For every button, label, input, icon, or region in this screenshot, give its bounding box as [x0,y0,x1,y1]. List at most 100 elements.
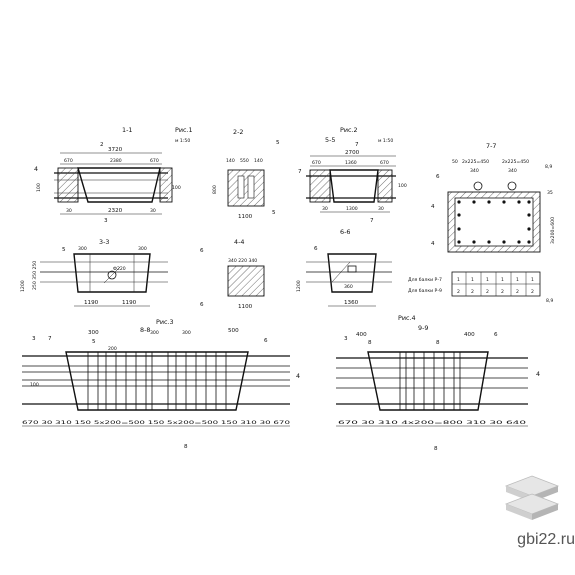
scale-label: м 1:50 [175,138,190,144]
section-5-5: Рис.2 5-5 м 1:50 7 2700 670 1360 670 7 1… [298,126,407,224]
dimension: 500 [228,328,239,334]
dimension: 340 [508,168,517,174]
dimension: 1200 [20,280,26,292]
callout: 7 [48,336,52,342]
rebar-table: Для балки Р-7 Для балки Р-9 1 1 1 1 1 1 … [408,271,553,304]
figure-label: Рис.1 [175,126,193,134]
dimension: 8,9 [546,298,553,304]
dimension: 300 [182,330,191,336]
callout: 8 [436,340,440,346]
table-row-label: Для балки Р-7 [408,277,442,283]
table-cell: 2 [486,289,489,295]
table-cell: 1 [486,277,489,283]
dimension: 30 [150,208,156,214]
dimension: 1200 [296,280,302,292]
table-cell: 2 [471,289,474,295]
section-label: 2-2 [233,128,243,136]
section-2-2: 2-2 5 140 550 140 800 1100 5 [212,128,280,220]
dimension: 2320 [108,208,123,214]
dimension: 2380 [110,158,122,164]
callout: 4 [296,372,300,380]
section-6-6: 6-6 6 1200 360 1360 [296,228,392,307]
site-watermark: gbi22.ru [517,531,575,548]
section-3-3: 3-3 300 300 5 Ф220 1200 250 350 250 1190… [20,238,168,307]
callout: 7 [298,169,302,175]
dimension: 30 [322,206,328,212]
dimension: 1190 [84,300,99,306]
dimension: 2x225=450 [462,159,489,165]
dimension: 1300 [346,206,358,212]
section-label: 8-8 [140,326,150,334]
callout: 5 [62,247,66,253]
dimension: 360 [344,284,353,290]
dimension: 100 [398,183,407,189]
callout: 6 [436,174,440,180]
dimension: 30 [378,206,384,212]
dimension-chain: 670 30 310 150 5x200=500 150 5x200=500 1… [22,420,290,426]
dimension: 1360 [345,160,357,166]
callout: 8 [368,340,372,346]
dimension: 200 [108,346,117,352]
dimension: 35 [547,190,553,196]
section-9-9: Рис.4 9-9 400 400 3 8 8 6 4 670 30 310 4… [336,314,540,452]
table-cell: 2 [457,289,460,295]
callout: 2 [100,142,104,148]
scale-label: м 1:50 [378,138,393,144]
table-cell: 1 [457,277,460,283]
dimension: 670 [64,158,73,164]
table-cell: 2 [501,289,504,295]
callout: 4 [431,241,435,247]
dimension: 100 [36,183,42,192]
dimension: 8,9 [545,164,552,170]
section-label: 1-1 [122,126,132,134]
table-cell: 2 [531,289,534,295]
dimension: Ф220 [113,266,126,272]
table-cell: 1 [516,277,519,283]
dimension: 3720 [108,147,123,153]
dimension: 250 350 250 [32,261,38,290]
callout: 6 [200,302,204,308]
section-label: 4-4 [234,238,244,246]
table-row-label: Для балки Р-9 [408,288,442,294]
dimension: 1360 [344,300,359,306]
figure-label: Рис.2 [340,126,358,134]
callout: 4 [34,165,38,173]
callout: 6 [264,338,268,344]
dimension: 300 [88,330,99,336]
callout: 5 [92,339,96,345]
dimension: 2x225=450 [502,159,529,165]
dimension: 1190 [122,300,137,306]
stacked-slabs-icon [500,472,564,530]
dimension: 300 [78,246,87,252]
table-cell: 1 [471,277,474,283]
callout: 6 [200,248,204,254]
callout: 6 [314,246,318,252]
section-label: 7-7 [486,142,496,150]
dimension: 670 [150,158,159,164]
dimension: 2700 [345,150,360,156]
callout: 3 [344,336,348,342]
dimension: 1100 [238,304,253,310]
dimension: 140 [226,158,235,164]
dimension: 800 [212,185,218,194]
figure-label: Рис.3 [156,318,174,326]
callout: 5 [276,140,280,146]
dimension: 1100 [238,214,253,220]
section-label: 9-9 [418,324,428,332]
rebar-points [457,200,531,244]
dimension: 550 [240,158,249,164]
table-cell: 1 [531,277,534,283]
section-8-8: 8-8 Рис.3 3 7 300 5 200 300 300 500 6 10… [22,318,300,450]
dimension: 100 [172,185,181,191]
callout: 5 [272,210,276,216]
dimension: 340 [470,168,479,174]
callout: 8 [434,446,438,452]
callout: 4 [431,204,435,210]
dimension: 400 [464,332,475,338]
section-label: 5-5 [325,136,335,144]
section-4-4: 4-4 6 340 220 340 1100 6 [200,238,265,310]
dimension: 400 [356,332,367,338]
table-cell: 1 [501,277,504,283]
dimension: 50 [452,159,458,165]
callout: 3 [104,218,108,224]
